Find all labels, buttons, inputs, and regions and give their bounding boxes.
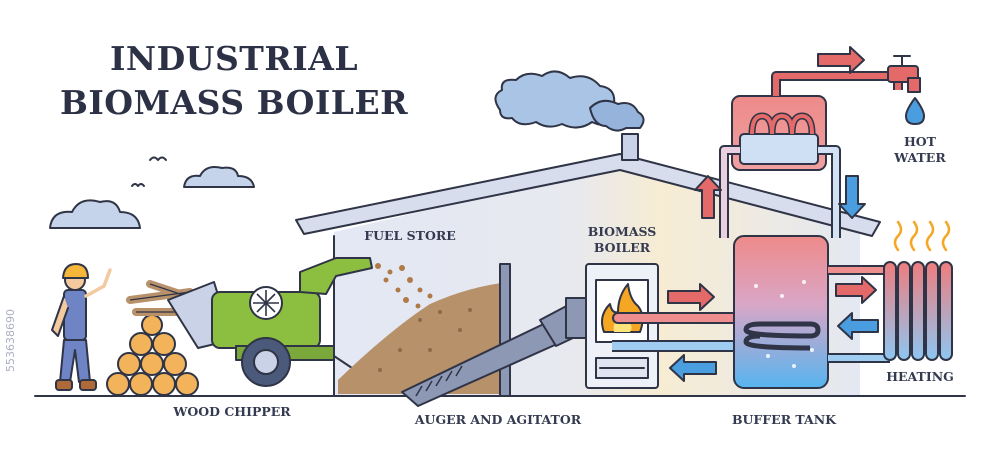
heat-waves-icon <box>893 220 951 252</box>
heating-pipes <box>828 265 890 363</box>
arrow-up-icon <box>694 175 722 219</box>
wood-chipper <box>126 257 373 387</box>
label-hot-line-2: WATER <box>893 150 946 165</box>
cloud-icon <box>183 166 255 188</box>
divider-wall <box>499 263 511 397</box>
label-hot-line-1: HOT <box>904 134 937 149</box>
arrow-left-icon <box>669 354 717 382</box>
radiator <box>883 261 953 361</box>
water-drop-icon <box>905 97 925 125</box>
faucet-icon <box>887 55 921 93</box>
buffer-tank <box>733 235 829 389</box>
smoke-cloud-icon <box>494 70 645 132</box>
arrow-right-icon <box>667 283 715 311</box>
hot-water-cylinder <box>731 95 827 171</box>
label-biomass-line-2: BOILER <box>594 240 651 255</box>
title-line-1: INDUSTRIAL <box>110 39 358 78</box>
chimney <box>621 133 639 161</box>
label-auger-agitator: AUGER AND AGITATOR <box>414 412 582 427</box>
stock-id-watermark: 553638690 <box>4 309 17 372</box>
label-buffer-tank: BUFFER TANK <box>732 412 837 427</box>
label-heating: HEATING <box>886 369 954 384</box>
birds-icon <box>131 156 167 187</box>
worker-figure <box>51 263 112 391</box>
label-fuel-store: FUEL STORE <box>364 228 456 243</box>
arrow-left-icon <box>837 312 879 340</box>
wood-chips <box>375 263 433 314</box>
label-biomass-line-1: BIOMASS <box>588 224 657 239</box>
circulation-pipes <box>719 145 841 238</box>
title-line-2: BIOMASS BOILER <box>60 83 408 122</box>
arrow-right-icon <box>817 46 865 74</box>
hot-water-pipe <box>771 71 903 96</box>
arrow-down-icon <box>838 175 866 219</box>
cloud-icon <box>49 199 141 229</box>
arrow-right-icon <box>835 276 877 304</box>
label-wood-chipper: WOOD CHIPPER <box>172 404 291 419</box>
